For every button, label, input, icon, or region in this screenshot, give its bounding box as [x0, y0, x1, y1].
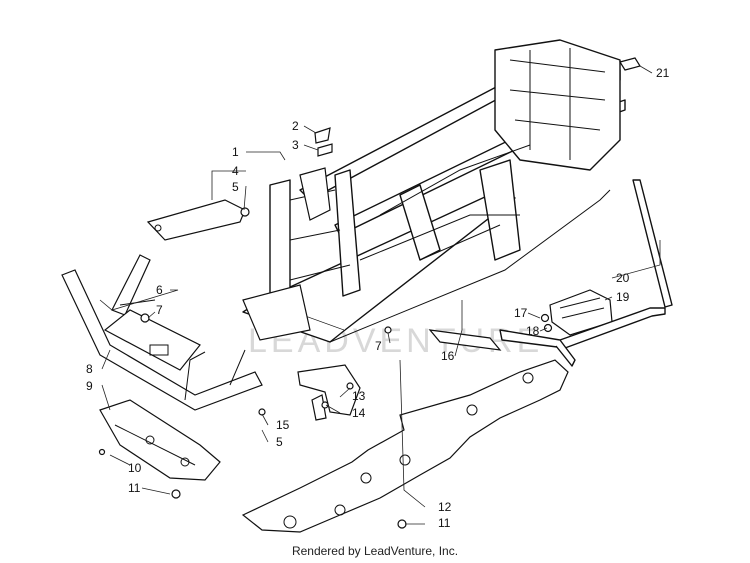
- callout-13: 13: [352, 389, 366, 403]
- callout-14: 14: [352, 406, 366, 420]
- support-6: [111, 254, 156, 316]
- callout-21: 21: [656, 66, 670, 80]
- fasteners: [98, 207, 553, 529]
- strap-20: [632, 179, 673, 308]
- plate-16: [428, 329, 502, 351]
- main-frame: [242, 39, 626, 343]
- callout-6: 6: [156, 283, 163, 297]
- skid-plate: [241, 359, 569, 533]
- callout-18: 18: [526, 324, 540, 338]
- callout-10: 10: [128, 461, 142, 475]
- callout-9: 9: [86, 379, 93, 393]
- bracket-13-14: [297, 364, 361, 421]
- callout-4: 4: [232, 164, 239, 178]
- callout-5b: 5: [276, 435, 283, 449]
- bracket-2-3: [314, 127, 333, 157]
- bracket-4: [146, 199, 246, 241]
- leader-lines: [99, 65, 661, 525]
- callout-7b: 7: [375, 339, 382, 353]
- callout-1: 1: [232, 145, 239, 159]
- callout-2: 2: [292, 119, 299, 133]
- pad-21: [619, 57, 641, 71]
- callout-12: 12: [438, 500, 452, 514]
- front-bumper: [61, 269, 263, 411]
- callout-7: 7: [156, 303, 163, 317]
- rear-rail: [499, 307, 666, 367]
- callout-17: 17: [514, 306, 528, 320]
- callout-5: 5: [232, 180, 239, 194]
- callout-15: 15: [276, 418, 290, 432]
- callout-labels: 1 2 3 4 5 6 7 7 8 9 10 11 11 12 13 14 15…: [86, 66, 670, 530]
- callout-19: 19: [616, 290, 630, 304]
- callout-11b: 11: [438, 516, 451, 530]
- footer-credit: Rendered by LeadVenture, Inc.: [291, 544, 459, 558]
- callout-20: 20: [616, 271, 630, 285]
- callout-11: 11: [128, 481, 141, 495]
- callout-8: 8: [86, 362, 93, 376]
- callout-16: 16: [441, 349, 455, 363]
- lower-guard: [99, 399, 221, 481]
- callout-3: 3: [292, 138, 299, 152]
